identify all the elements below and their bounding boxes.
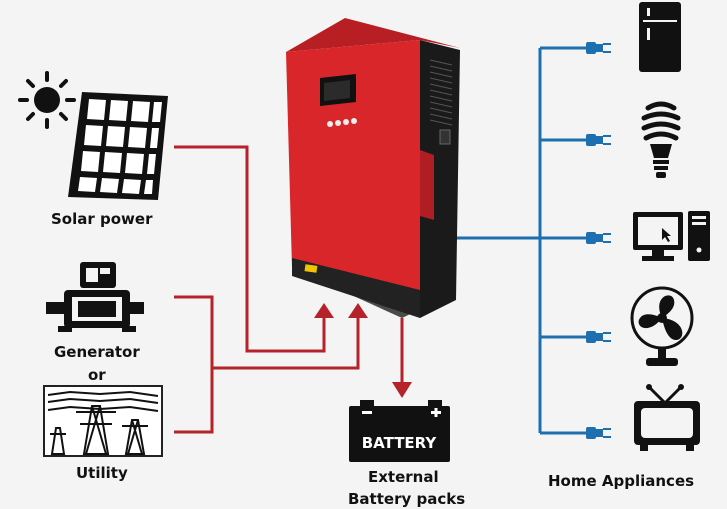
arrow-down-icon [392,382,412,398]
battery-label-line2: Battery packs [348,490,466,508]
solar-power-label: Solar power [51,210,153,228]
grid-merge-line [212,312,360,370]
power-tower-icon [43,385,163,457]
input-arrowheads [314,303,412,398]
fan-icon [630,286,694,366]
input-connections [174,145,404,434]
generator-line [174,295,214,434]
arrow-up-icon [314,303,334,318]
plug-icon [586,134,611,146]
output-connections [456,46,590,435]
refrigerator-icon [639,2,681,72]
or-label: or [88,366,106,384]
tv-icon [634,384,700,451]
plug-icon [586,427,611,439]
sun-icon [18,71,76,129]
generator-label: Generator [54,343,140,361]
solar-panel-icon [68,92,168,200]
light-bulb-icon [641,101,681,178]
utility-label: Utility [76,464,128,482]
battery-label-line1: External [368,468,439,486]
battery-text: BATTERY [362,434,438,452]
plug-icon [586,232,611,244]
home-appliances-label: Home Appliances [548,472,695,490]
computer-icon [633,211,710,261]
plug-icon [586,42,611,54]
plug-icon [586,331,611,343]
arrow-up-icon [348,303,368,318]
inverter-icon [286,18,460,318]
generator-icon [46,262,144,332]
battery-icon: BATTERY [349,400,450,462]
solar-line [174,145,326,353]
plugs [586,42,611,439]
